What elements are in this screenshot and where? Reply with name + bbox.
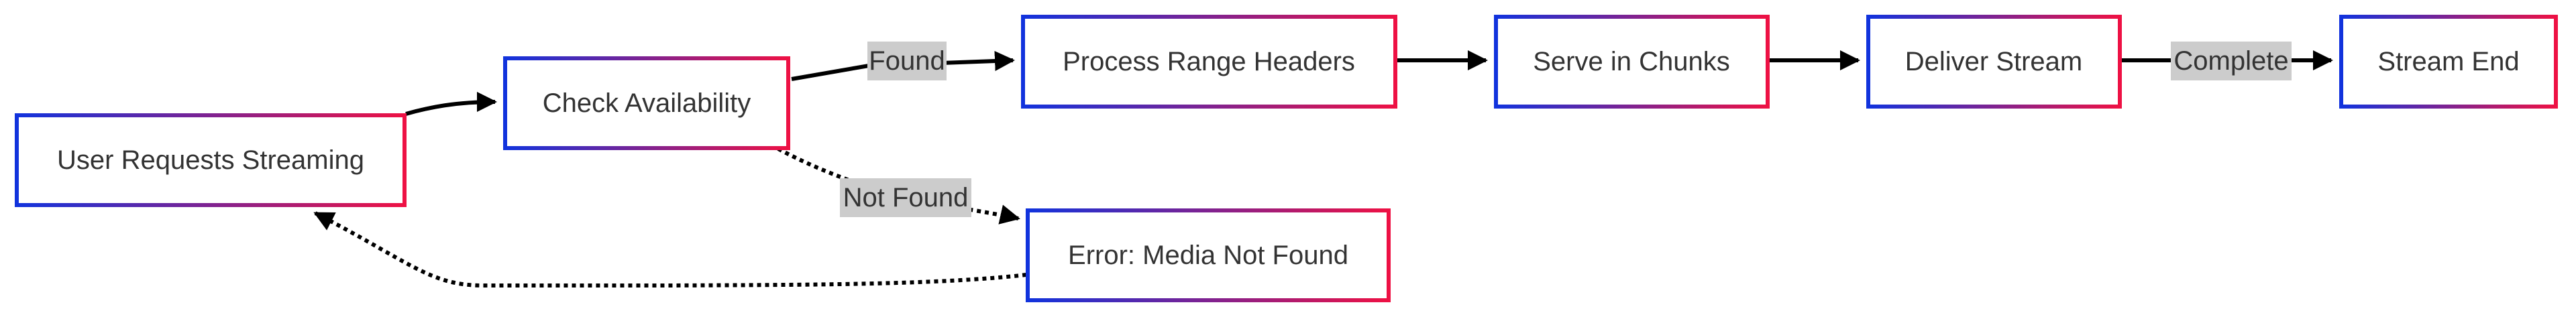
node-user-requests-streaming[interactable]: User Requests Streaming [15,113,407,207]
node-error-media-not-found[interactable]: Error: Media Not Found [1026,208,1391,302]
edge-label-not-found-text: Not Found [843,183,969,212]
edge-label-not-found: Not Found [840,178,971,217]
node-deliver-stream-label: Deliver Stream [1905,47,2083,76]
node-serve-in-chunks[interactable]: Serve in Chunks [1494,15,1770,109]
node-deliver-stream[interactable]: Deliver Stream [1866,15,2122,109]
edge-label-found: Found [867,42,947,80]
edge-label-complete: Complete [2171,42,2292,80]
node-process-range-headers-label: Process Range Headers [1063,47,1355,76]
nodes: User Requests Streaming Check Availabili… [15,15,2558,302]
edge-label-found-text: Found [869,46,945,76]
node-process-range-headers[interactable]: Process Range Headers [1021,15,1397,109]
edge-user-to-check [405,92,497,116]
node-stream-end-label: Stream End [2377,47,2519,76]
node-check-availability[interactable]: Check Availability [503,56,790,150]
node-check-availability-label: Check Availability [543,88,751,118]
node-serve-in-chunks-label: Serve in Chunks [1533,47,1729,76]
edge-labels: Found Not Found Complete [840,42,2292,217]
edge-label-complete-text: Complete [2174,46,2288,76]
node-user-requests-streaming-label: User Requests Streaming [57,145,364,175]
edge-error-to-user [313,211,1027,288]
node-error-media-not-found-label: Error: Media Not Found [1068,241,1348,270]
node-stream-end[interactable]: Stream End [2339,15,2558,109]
